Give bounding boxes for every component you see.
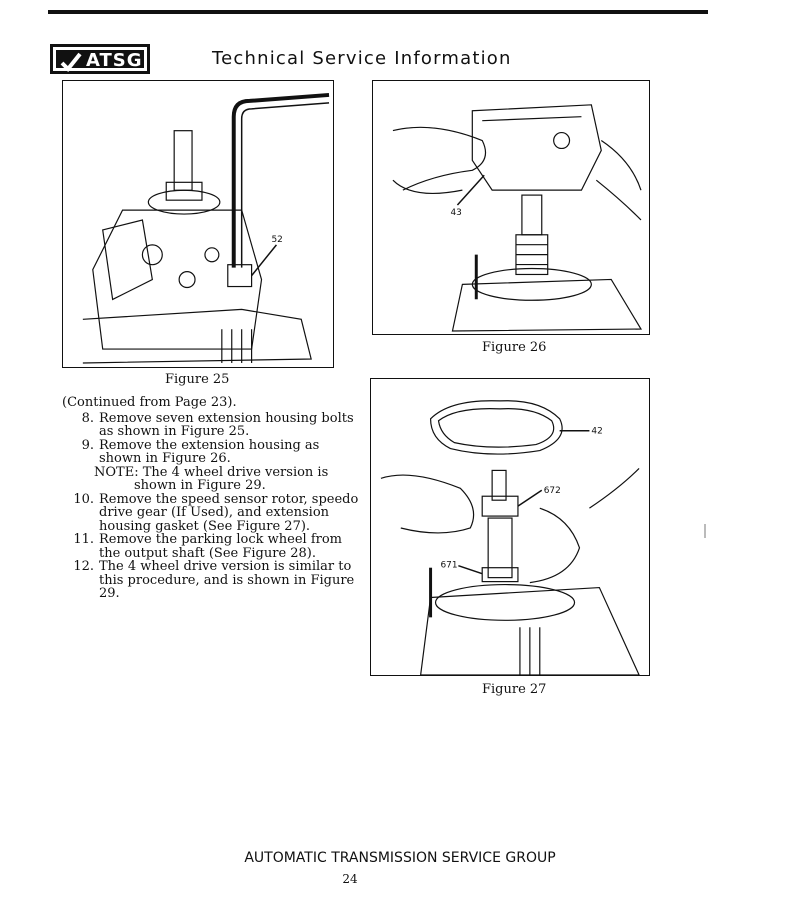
page-title: Technical Service Information [212,48,512,69]
page-number: 24 [342,872,358,886]
figure-26-caption: Figure 26 [482,340,547,355]
step-text: Remove the speed sensor rotor, speedo dr… [99,491,359,534]
step-10: 10. Remove the speed sensor rotor, speed… [62,491,362,534]
speed-sensor-rotor-removal-illustration: 42 672 671 [380,400,640,675]
continued-note: (Continued from Page 23). [62,395,237,410]
callout-52: 52 [271,235,282,245]
figure-27-caption: Figure 27 [482,682,547,697]
extension-bolt-removal-illustration: 52 [82,92,330,364]
step-number: 10. [73,491,94,507]
figure-25-caption: Figure 25 [165,372,230,387]
callout-42: 42 [591,427,602,437]
step-text: The 4 wheel drive version is similar to … [99,559,355,601]
atsg-logo: ATSG [50,44,150,74]
step-text: Remove the parking lock wheel from the o… [99,532,343,561]
procedure-text: (Continued from Page 23). 8. Remove seve… [62,396,362,601]
scan-edge-mark [704,524,706,538]
step-number: 8. [81,410,94,426]
step-number: 9. [81,437,94,453]
note-line-1: NOTE: The 4 wheel drive version is [94,464,329,480]
step-12: 12. The 4 wheel drive version is similar… [62,560,362,601]
logo-text: ATSG [86,50,143,71]
callout-671: 671 [441,561,458,571]
callout-672: 672 [544,486,561,496]
step-11: 11. Remove the parking lock wheel from t… [62,533,362,560]
callout-43: 43 [450,208,461,218]
step-number: 11. [73,532,94,547]
checkmark-icon [60,52,82,72]
step-text: Remove seven extension housing bolts as … [99,410,354,439]
figure-27-image: 42 672 671 [370,378,650,676]
figure-25-image: 52 [62,80,334,368]
footer-org: AUTOMATIC TRANSMISSION SERVICE GROUP [244,850,556,866]
note-line-2: shown in Figure 29. [134,478,266,493]
step-9: 9. Remove the extension housing as shown… [62,437,362,466]
step-8: 8. Remove seven extension housing bolts … [62,410,362,439]
figure-26-image: 43 [372,80,650,335]
extension-housing-removal-illustration: 43 [392,104,643,332]
top-rule [48,10,708,14]
step-text: Remove the extension housing as shown in… [99,437,320,466]
step-number: 12. [73,559,94,574]
